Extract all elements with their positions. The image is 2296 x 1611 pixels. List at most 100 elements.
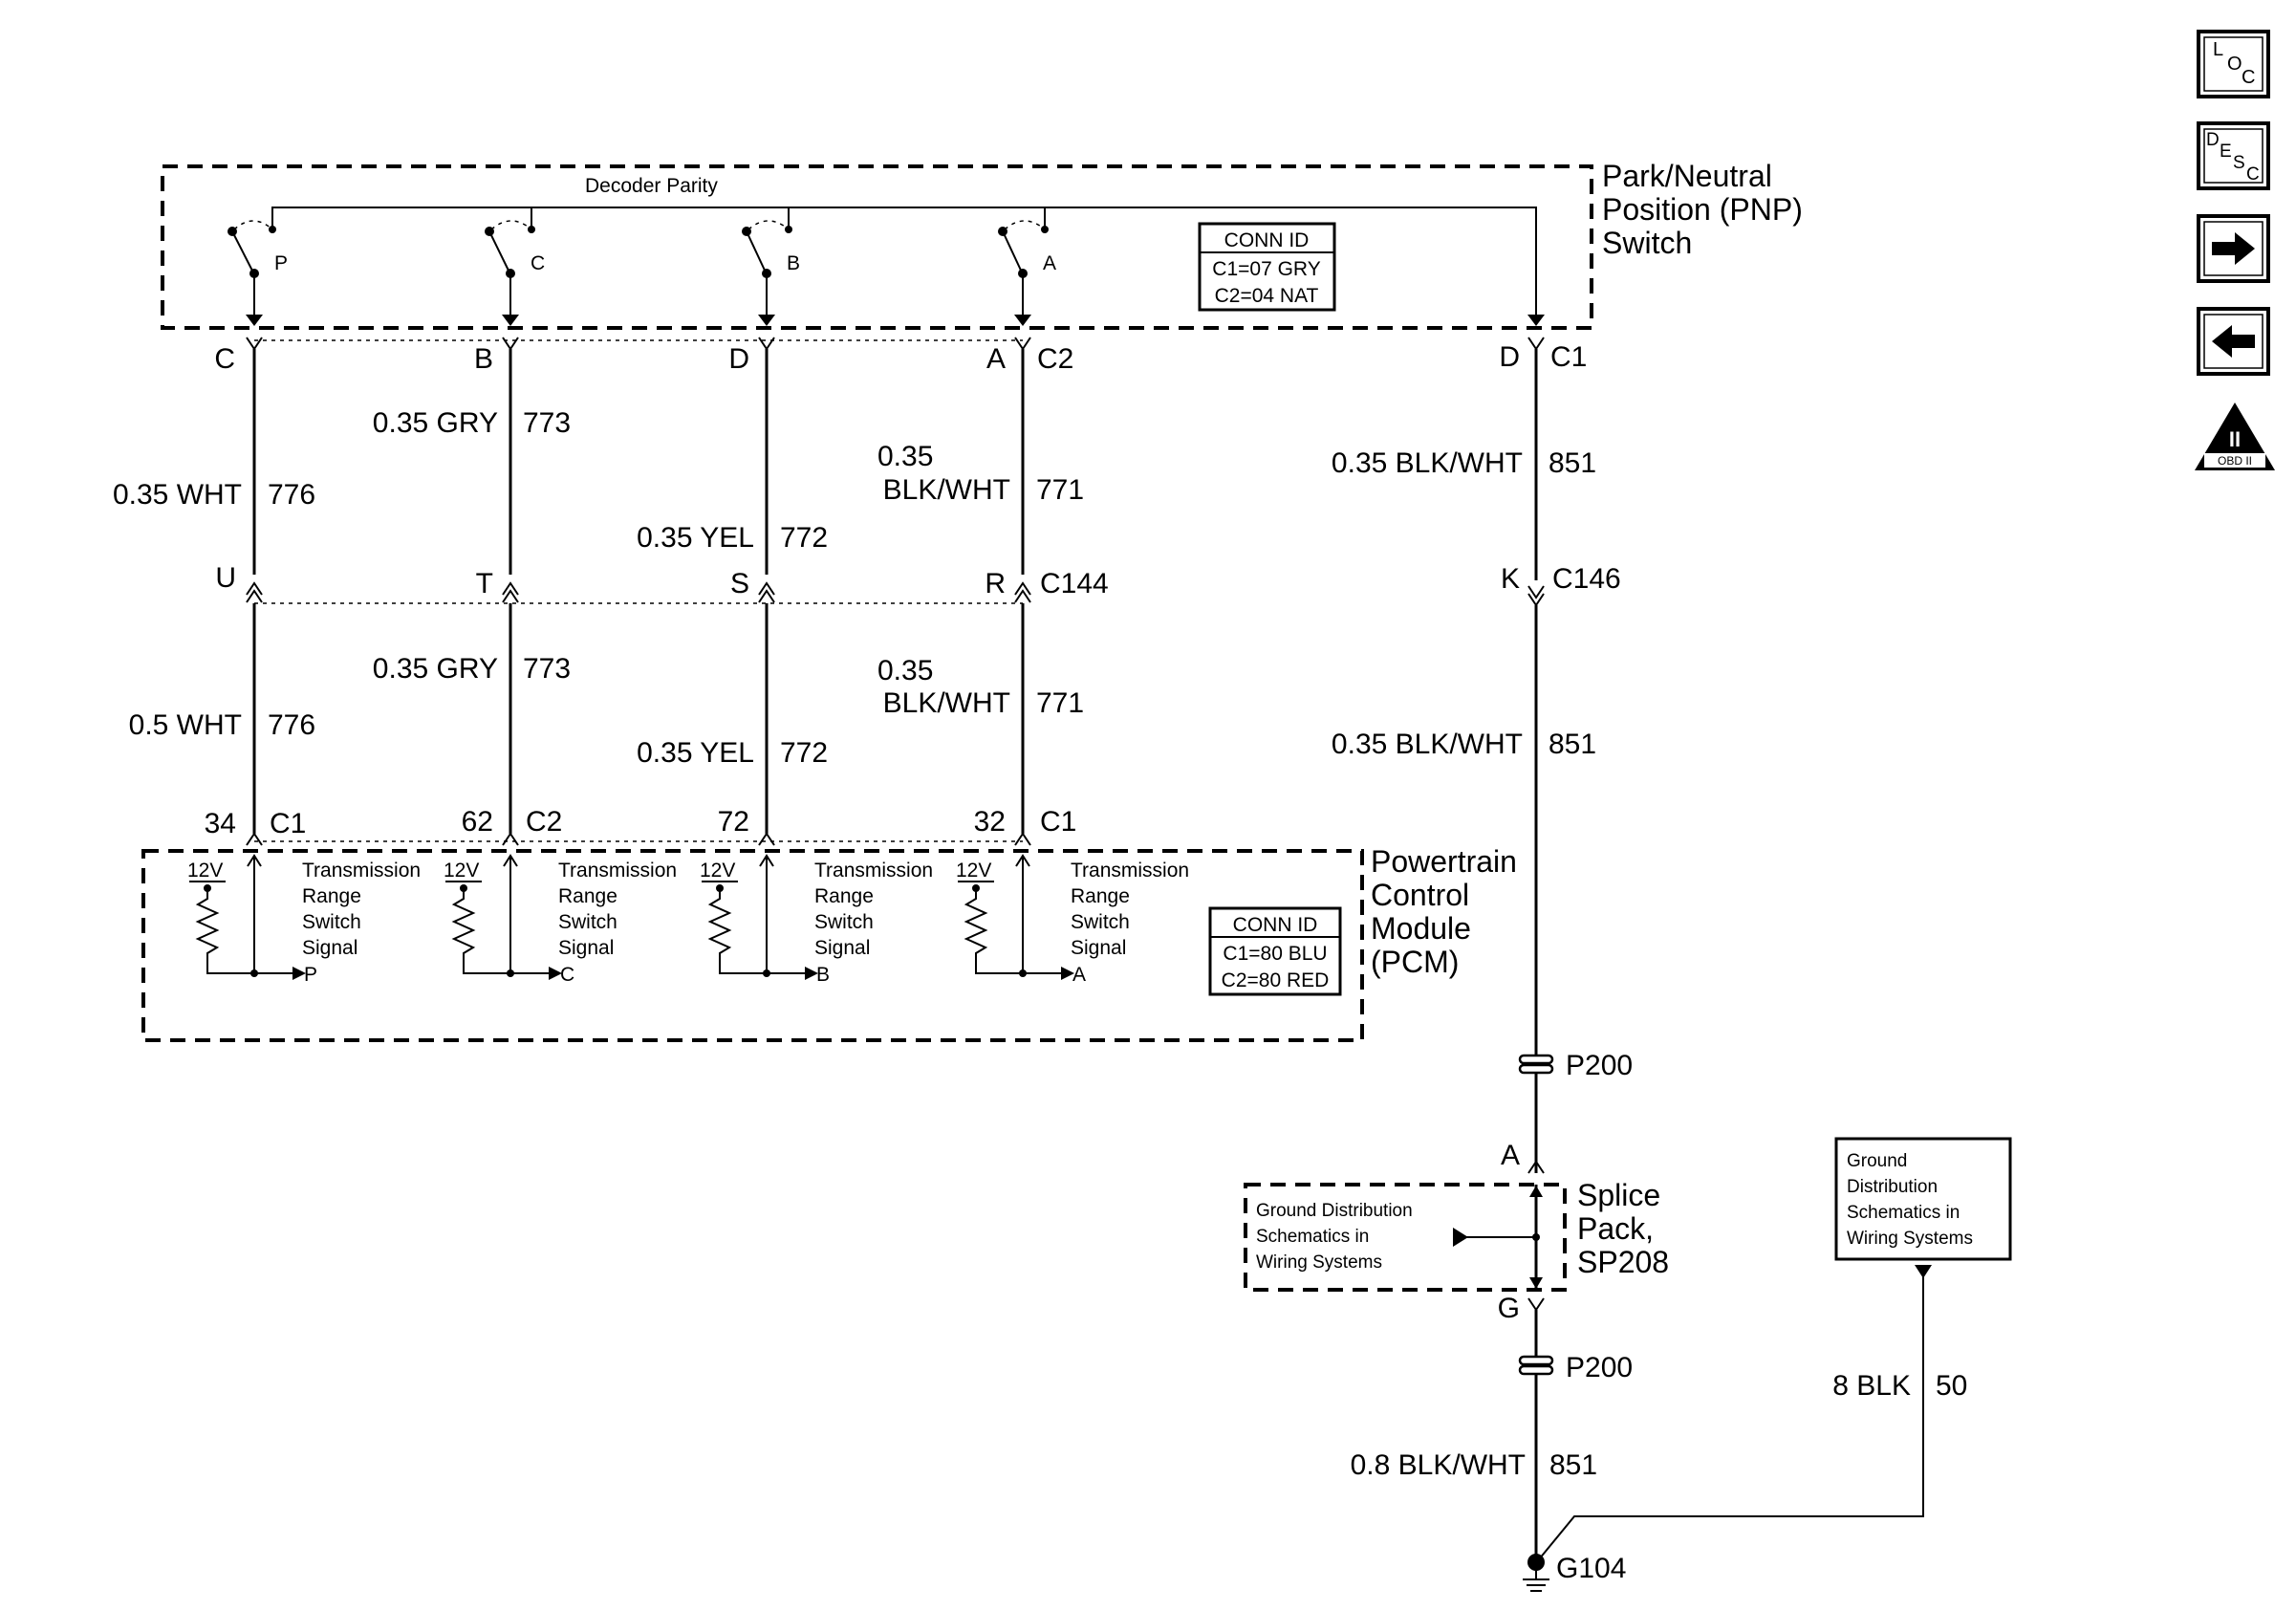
connector-c1-pcm-left: C1 bbox=[270, 808, 306, 839]
signal-label-line-2: Range bbox=[814, 885, 874, 907]
p200-top-label: P200 bbox=[1566, 1050, 1633, 1081]
connector-c144: U T S R C144 bbox=[215, 562, 1109, 604]
splice-pin-g: G bbox=[1498, 1293, 1520, 1324]
loc-letter-c: C bbox=[2242, 67, 2255, 88]
pcm-pin-62: 62 bbox=[462, 806, 493, 838]
wire-773-lower-color: 0.35 GRY bbox=[373, 653, 498, 685]
signal-b-label: B bbox=[816, 964, 830, 986]
signal-label-line-4: Signal bbox=[814, 937, 870, 959]
pin-b-top: B bbox=[474, 343, 493, 375]
nav-prev-button[interactable] bbox=[2197, 307, 2270, 376]
bus-arrow-icon bbox=[1527, 315, 1545, 326]
p200-bottom-label: P200 bbox=[1566, 1352, 1633, 1383]
pcm-title-line-1: Powertrain bbox=[1371, 844, 1517, 879]
splice-pack-sp208: Ground Distribution Schematics in Wiring… bbox=[1244, 1178, 1669, 1292]
ground-g104-label: G104 bbox=[1556, 1553, 1626, 1584]
ground-ref-line-1: Ground bbox=[1847, 1151, 1907, 1171]
ground-ref-line-2: Distribution bbox=[1847, 1177, 1938, 1197]
ground-wire-1-color: 0.35 BLK/WHT bbox=[1332, 447, 1523, 479]
pcm-pin-72: 72 bbox=[718, 806, 749, 838]
splice-note-line-2: Schematics in bbox=[1256, 1227, 1369, 1247]
pin-a-top: A bbox=[986, 343, 1006, 375]
pin-d-ground: D bbox=[1499, 341, 1520, 373]
connector-c1-pnp: C1 bbox=[1550, 341, 1587, 373]
pin-s: S bbox=[730, 568, 749, 599]
wire-771-lower-color-2: BLK/WHT bbox=[883, 687, 1010, 719]
nav-next-button[interactable] bbox=[2197, 214, 2270, 283]
pnp-switch-outline bbox=[161, 164, 1593, 330]
pin-t: T bbox=[476, 568, 493, 599]
pcm-conn-id-line-1: C1=80 BLU bbox=[1223, 943, 1327, 965]
connector-c146-label: C146 bbox=[1552, 563, 1621, 595]
signal-label-line-4: Signal bbox=[1071, 937, 1126, 959]
wire-776-upper-circuit: 776 bbox=[268, 479, 315, 511]
pcm-conn-id-line-2: C2=80 RED bbox=[1222, 969, 1330, 991]
passthrough-p200-bottom: P200 bbox=[1518, 1352, 1633, 1383]
wire-771-lower-circuit: 771 bbox=[1036, 687, 1084, 719]
wire-772-lower-color: 0.35 YEL bbox=[637, 737, 754, 769]
splice-title-line-2: Pack, bbox=[1577, 1211, 1654, 1246]
pin-k: K bbox=[1501, 563, 1520, 595]
pcm-conn-id-box: CONN ID C1=80 BLU C2=80 RED bbox=[1208, 906, 1342, 996]
pcm-channel-a: 12V Transmission Range Switch Signal A bbox=[956, 854, 1189, 986]
switch-b: B bbox=[742, 207, 800, 326]
splice-pack-outline bbox=[1244, 1183, 1567, 1292]
pnp-conn-id-line-2: C2=04 NAT bbox=[1215, 285, 1319, 307]
supply-12v-label: 12V bbox=[956, 860, 991, 882]
ground-wire-2-circuit: 851 bbox=[1549, 729, 1596, 760]
splice-title-line-3: SP208 bbox=[1577, 1245, 1669, 1279]
signal-label-line-1: Transmission bbox=[302, 860, 421, 882]
signal-label-line-1: Transmission bbox=[558, 860, 677, 882]
ground-wire-2-color: 0.35 BLK/WHT bbox=[1332, 729, 1523, 760]
wire-772-upper-circuit: 772 bbox=[780, 522, 828, 554]
signal-p-label: P bbox=[304, 964, 317, 986]
nav-obd-button[interactable]: II OBD II bbox=[2195, 403, 2275, 470]
switch-p-label: P bbox=[274, 252, 288, 274]
pnp-conn-id-line-1: C1=07 GRY bbox=[1212, 258, 1320, 280]
connector-row-pcm: 34 C1 62 C2 72 32 C1 bbox=[205, 806, 1076, 846]
ground-path: 0.35 BLK/WHT 851 K C146 0.35 BLK/WHT 851… bbox=[1244, 349, 1924, 1592]
signal-label-line-3: Switch bbox=[814, 911, 874, 933]
lower-wire-labels: 0.5 WHT 776 0.35 GRY 773 0.35 YEL 772 0.… bbox=[129, 653, 1084, 769]
ground-ref-wire-color: 8 BLK bbox=[1832, 1370, 1911, 1402]
connector-c146-symbol bbox=[1527, 585, 1545, 607]
switch-c: C bbox=[485, 207, 545, 326]
ground-ref-line-3: Schematics in bbox=[1847, 1203, 1960, 1223]
wire-773-lower-circuit: 773 bbox=[523, 653, 571, 685]
nav-desc-button[interactable]: D E S C bbox=[2197, 121, 2270, 190]
signal-a-label: A bbox=[1072, 964, 1086, 986]
pcm-module: Powertrain Control Module (PCM) 12V Tran… bbox=[141, 844, 1517, 1042]
pcm-pin-32: 32 bbox=[974, 806, 1006, 838]
splice-note-line-1: Ground Distribution bbox=[1256, 1201, 1413, 1221]
ground-wire-3-color: 0.8 BLK/WHT bbox=[1351, 1449, 1526, 1481]
passthrough-p200-top: P200 bbox=[1518, 1050, 1633, 1081]
pcm-channel-p: 12V Transmission Range Switch Signal P bbox=[187, 854, 421, 986]
upper-wire-labels: 0.35 WHT 776 0.35 GRY 773 0.35 YEL 772 0… bbox=[113, 407, 1084, 554]
nav-loc-button[interactable]: L O C bbox=[2197, 30, 2270, 98]
pcm-title-line-4: (PCM) bbox=[1371, 945, 1459, 979]
obd-numeral: II bbox=[2229, 427, 2241, 451]
signal-label-line-1: Transmission bbox=[1071, 860, 1189, 882]
connector-c144-label: C144 bbox=[1040, 568, 1109, 599]
pnp-title-line-3: Switch bbox=[1602, 226, 1692, 260]
signal-wires bbox=[252, 349, 1025, 834]
decoder-bus-wire bbox=[271, 207, 1537, 321]
switch-b-label: B bbox=[787, 252, 800, 274]
pnp-switch: Park/Neutral Position (PNP) Switch Decod… bbox=[161, 159, 1803, 330]
wire-773-upper-circuit: 773 bbox=[523, 407, 571, 439]
signal-label-line-4: Signal bbox=[558, 937, 614, 959]
wire-771-upper-color-2: BLK/WHT bbox=[883, 474, 1010, 506]
pcm-title-line-2: Control bbox=[1371, 878, 1469, 912]
signal-label-line-3: Switch bbox=[558, 911, 617, 933]
pcm-title-line-3: Module bbox=[1371, 911, 1471, 946]
pnp-conn-id-box: CONN ID C1=07 GRY C2=04 NAT bbox=[1198, 222, 1336, 312]
switch-a: A bbox=[998, 207, 1056, 326]
switch-c-label: C bbox=[531, 252, 545, 274]
pcm-pin-34: 34 bbox=[205, 808, 236, 839]
signal-label-line-3: Switch bbox=[302, 911, 361, 933]
ground-ref-box bbox=[1834, 1137, 2012, 1261]
desc-letter-s: S bbox=[2233, 153, 2245, 173]
desc-letter-e: E bbox=[2220, 142, 2232, 162]
wire-771-upper-circuit: 771 bbox=[1036, 474, 1084, 506]
